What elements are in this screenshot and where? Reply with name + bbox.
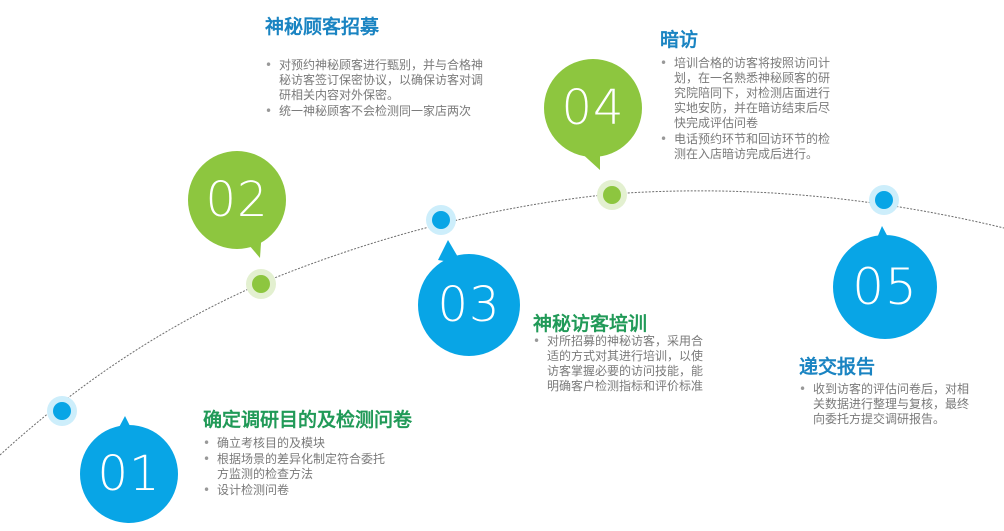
step-badge-04: 04 bbox=[544, 59, 642, 157]
timeline-dot-02-core bbox=[252, 275, 270, 293]
timeline-dot-04-core bbox=[603, 186, 621, 204]
step-bullets-05: 收到访客的评估问卷后，对相关数据进行整理与复核，最终向委托方提交调研报告。 bbox=[799, 382, 974, 428]
step-title-02: 神秘顾客招募 bbox=[265, 16, 380, 38]
timeline-dot-05-core bbox=[875, 191, 893, 209]
step-04-bullet-2: 电话预约环节和回访环节的检测在入店暗访完成后进行。 bbox=[660, 132, 840, 162]
timeline-dot-03-core bbox=[432, 211, 450, 229]
step-01-bullet-1: 确立考核目的及模块 bbox=[203, 436, 393, 451]
step-title-01: 确定调研目的及检测问卷 bbox=[203, 409, 413, 431]
step-title-04: 暗访 bbox=[660, 29, 699, 51]
step-02-bullet-2: 统一神秘顾客不会检测同一家店两次 bbox=[265, 104, 485, 119]
step-badge-02: 02 bbox=[188, 151, 286, 249]
step-bullets-01: 确立考核目的及模块 根据场景的差异化制定符合委托方监测的检查方法 设计检测问卷 bbox=[203, 436, 393, 499]
step-02-bullet-1: 对预约神秘顾客进行甄别，并与合格神秘访客签订保密协议，以确保访客对调研相关内容对… bbox=[265, 58, 485, 103]
step-bullets-04: 培训合格的访客将按照访问计划，在一名熟悉神秘顾客的研究院陪同下，对检测店面进行实… bbox=[660, 56, 840, 163]
step-03-bullet-1: 对所招募的神秘访客，采用合适的方式对其进行培训，以使访客掌握必要的访问技能，能明… bbox=[533, 334, 713, 394]
step-04-bullet-1: 培训合格的访客将按照访问计划，在一名熟悉神秘顾客的研究院陪同下，对检测店面进行实… bbox=[660, 56, 840, 131]
step-badge-05: 05 bbox=[833, 235, 937, 339]
step-title-05: 递交报告 bbox=[799, 356, 876, 378]
step-01-bullet-2: 根据场景的差异化制定符合委托方监测的检查方法 bbox=[203, 452, 393, 482]
step-bullets-02: 对预约神秘顾客进行甄别，并与合格神秘访客签订保密协议，以确保访客对调研相关内容对… bbox=[265, 58, 485, 120]
timeline-dot-01-core bbox=[53, 402, 71, 420]
step-title-03: 神秘访客培训 bbox=[533, 313, 648, 335]
step-05-bullet-1: 收到访客的评估问卷后，对相关数据进行整理与复核，最终向委托方提交调研报告。 bbox=[799, 382, 974, 427]
step-badge-03: 03 bbox=[418, 254, 520, 356]
step-badge-01: 01 bbox=[80, 425, 178, 523]
step-bullets-03: 对所招募的神秘访客，采用合适的方式对其进行培训，以使访客掌握必要的访问技能，能明… bbox=[533, 334, 713, 395]
step-01-bullet-3: 设计检测问卷 bbox=[203, 483, 393, 498]
